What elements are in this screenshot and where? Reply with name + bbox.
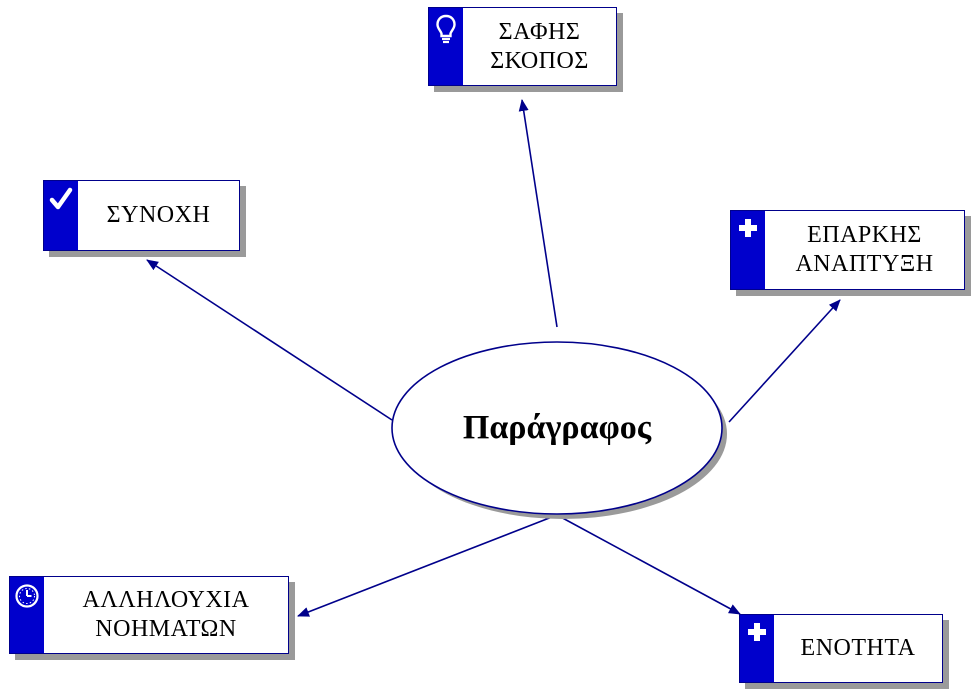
node-sequence-label: ΑΛΛΗΛΟΥΧΙΑ ΝΟΗΜΑΤΩΝ [44,577,288,653]
node-unity-line1: ΕΝΟΤΗΤΑ [800,635,916,661]
clock-icon [10,577,44,653]
node-development-line2: ΑΝΑΠΤΥΞΗ [795,251,934,277]
arrow-to-sequence [297,514,558,617]
node-unity-label: ΕΝΟΤΗΤΑ [774,615,942,682]
node-sequence-line1: ΑΛΛΗΛΟΥΧΙΑ [82,587,250,613]
arrow-to-cohesion [146,259,393,421]
node-clarity-line2: ΣΚΟΠΟΣ [490,47,589,74]
center-node-label: Παράγραφος [462,409,652,446]
node-clarity[interactable]: ΣΑΦΗΣ ΣΚΟΠΟΣ [428,7,617,86]
node-unity[interactable]: ΕΝΟΤΗΤΑ [739,614,943,683]
node-clarity-line1: ΣΑΦΗΣ [498,18,581,45]
node-cohesion-line1: ΣΥΝΟΧΗ [106,202,211,228]
node-sequence[interactable]: ΑΛΛΗΛΟΥΧΙΑ ΝΟΗΜΑΤΩΝ [9,576,289,654]
node-cohesion[interactable]: ΣΥΝΟΧΗ [43,180,240,251]
node-clarity-label: ΣΑΦΗΣ ΣΚΟΠΟΣ [463,8,616,85]
lightbulb-icon [429,8,463,85]
arrow-to-clarity [518,99,558,328]
node-sequence-line2: ΝΟΗΜΑΤΩΝ [95,616,237,642]
plus-icon [731,211,765,289]
arrow-to-unity [556,514,741,615]
node-development-label: ΕΠΑΡΚΗΣ ΑΝΑΠΤΥΞΗ [765,211,964,289]
plus-icon [740,615,774,682]
arrow-to-development [728,299,841,423]
checkmark-icon [44,181,78,250]
center-node[interactable] [391,341,723,515]
node-cohesion-label: ΣΥΝΟΧΗ [78,181,239,250]
node-development[interactable]: ΕΠΑΡΚΗΣ ΑΝΑΠΤΥΞΗ [730,210,965,290]
node-development-line1: ΕΠΑΡΚΗΣ [807,222,922,248]
